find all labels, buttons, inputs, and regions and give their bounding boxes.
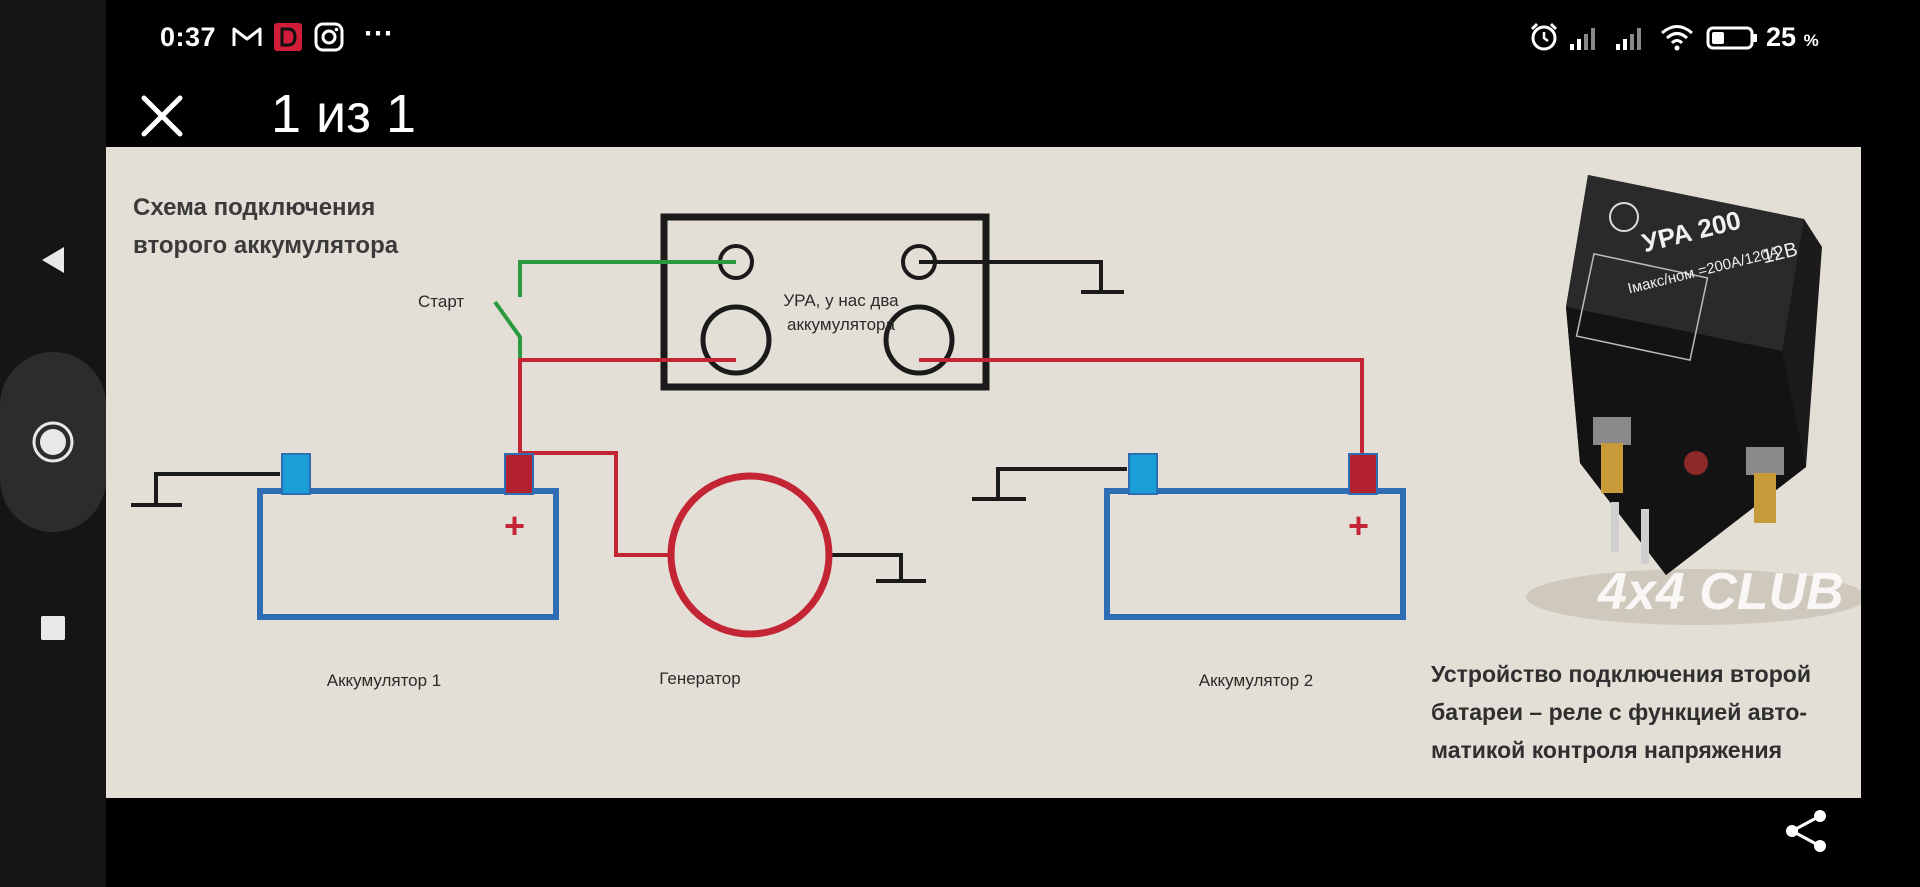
home-button[interactable] [0, 352, 106, 532]
battery-2-plus: + [1348, 505, 1370, 546]
back-button[interactable] [0, 230, 106, 290]
alarm-icon [1530, 22, 1558, 51]
viewer-image[interactable]: Схема подключения второго аккумулятора С… [106, 147, 1861, 798]
share-icon[interactable] [1784, 808, 1830, 854]
close-icon[interactable] [136, 90, 188, 142]
back-triangle-icon [42, 247, 64, 273]
viewer-toolbar: 1 из 1 [106, 78, 1920, 146]
recent-square-icon [41, 616, 65, 640]
page-counter: 1 из 1 [271, 84, 416, 144]
signal-1-icon [1570, 28, 1595, 50]
battery-2 [1104, 488, 1406, 620]
battery-icon [1706, 26, 1757, 50]
device-caption: Устройство подключения второй батареи – … [1431, 661, 1811, 763]
recent-apps-button[interactable] [0, 598, 106, 658]
app-d-icon [274, 23, 302, 51]
battery-1-plus: + [504, 505, 526, 546]
start-switch [493, 300, 522, 360]
instagram-icon [314, 22, 344, 52]
diagram-title: Схема подключения второго аккумулятора [133, 194, 399, 259]
status-time: 0:37 [160, 22, 217, 52]
navigation-bar [0, 0, 106, 887]
status-bar: 0:37 ⋯ 25 % [106, 0, 1920, 78]
generator [667, 472, 833, 638]
relay-photo [1526, 175, 1861, 625]
home-circle-icon [32, 421, 74, 463]
battery-percentage: 25 % [1766, 22, 1819, 52]
generator-label: Генератор [659, 669, 741, 688]
watermark-logo: 4x4 CLUB [1598, 563, 1844, 621]
battery-1 [257, 488, 559, 620]
start-label: Старт [418, 292, 465, 311]
more-notifications-icon: ⋯ [363, 17, 395, 50]
wifi-icon [1661, 25, 1693, 51]
battery-2-label: Аккумулятор 2 [1198, 671, 1314, 690]
battery-1-label: Аккумулятор 1 [326, 671, 442, 690]
gmail-icon [232, 27, 262, 46]
signal-2-icon [1616, 28, 1641, 50]
ura-big-terminal-left [700, 304, 772, 376]
ura-label: УРА, у нас два аккумулятора [783, 291, 899, 334]
ura-relay-box [660, 213, 990, 391]
start-wire [518, 260, 736, 297]
ura-big-terminal-right [883, 304, 955, 376]
wiring-diagram [131, 175, 1861, 638]
